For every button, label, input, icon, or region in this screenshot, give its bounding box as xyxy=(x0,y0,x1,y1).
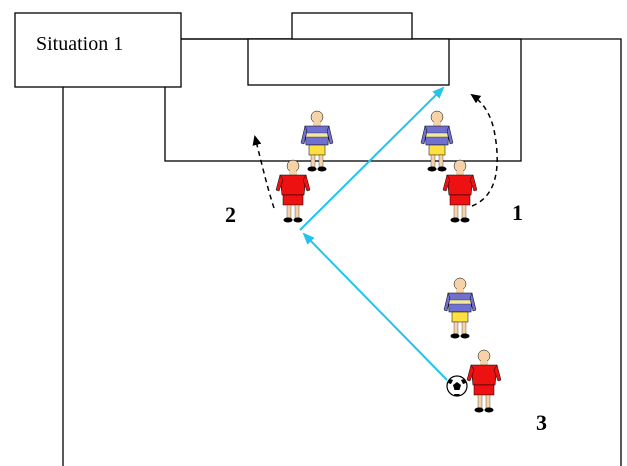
player-number-2: 2 xyxy=(225,202,236,227)
goal-area xyxy=(247,38,450,86)
player-number-3: 3 xyxy=(536,410,547,435)
run-arrow-icon xyxy=(470,93,498,207)
title-label: Situation 1 xyxy=(36,33,123,55)
pitch-lines xyxy=(62,12,622,466)
defender-left xyxy=(300,110,334,172)
goal xyxy=(291,12,413,40)
pass-arrow-icon xyxy=(299,86,445,231)
title-box: Situation 1 xyxy=(14,12,182,88)
player-number-1: 1 xyxy=(512,200,523,225)
defender-right xyxy=(420,110,454,172)
pitch-boundary xyxy=(62,38,622,466)
run-arrows xyxy=(252,93,498,209)
pass-arrow-icon xyxy=(302,232,448,381)
pass-arrows xyxy=(299,86,448,381)
attacker-3 xyxy=(466,349,502,413)
attacker-1 xyxy=(442,159,478,223)
attacker-2 xyxy=(275,159,311,223)
run-arrow-icon xyxy=(252,135,275,209)
defender-bottom xyxy=(443,277,477,339)
soccer-ball-icon xyxy=(446,375,468,397)
